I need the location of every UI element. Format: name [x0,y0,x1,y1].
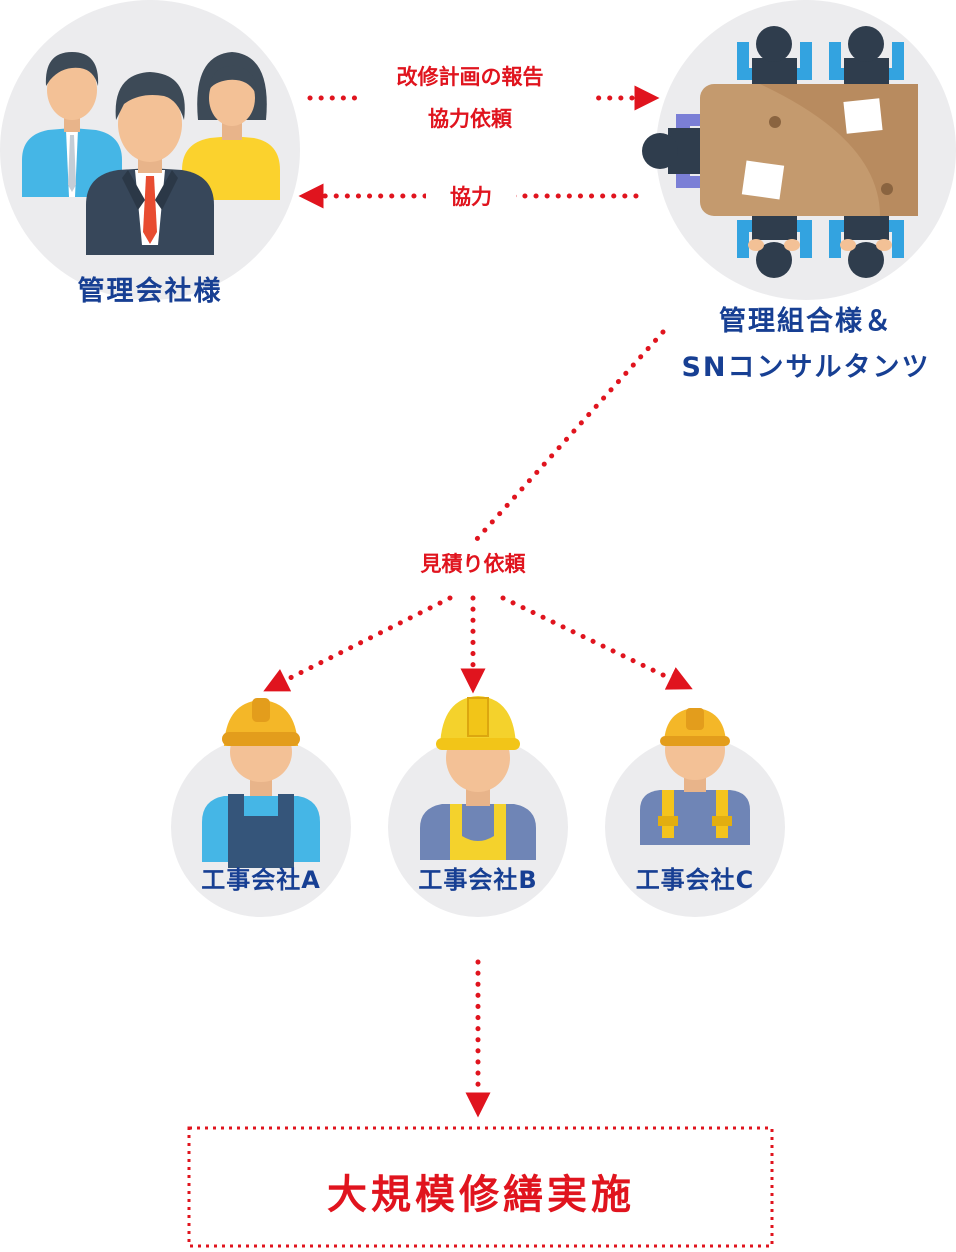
meeting-table-icon [642,26,918,278]
management-company-label: 管理会社様 [78,275,223,307]
contractor-a-label: 工事会社A [201,866,321,894]
association-label-line2: SNコンサルタンツ [681,352,930,383]
cooperation-edge: 協力 [298,180,639,214]
business-people-icon [22,52,280,255]
result-box [187,1126,774,1248]
contractor-a-node: 工事会社A [171,698,351,917]
request-arrow-c [500,595,693,690]
contractor-b-node: 工事会社B [388,696,568,917]
management-company-node: 管理会社様 [0,0,300,307]
association-to-request-connector [473,329,666,543]
report-edge: 改修計画の報告 協力依頼 [307,56,660,136]
worker-overalls-icon [202,698,320,868]
cooperation-label: 協力 [450,185,492,209]
report-label-line2: 協力依頼 [428,107,513,131]
result-label: 大規模修繕実施 [327,1172,635,1218]
association-label-line1: 管理組合様＆ [719,305,893,337]
result-node: 大規模修繕実施 [187,1126,774,1248]
contractor-c-label: 工事会社C [636,866,755,894]
worker-harness-icon [640,708,750,845]
worker-hardhat-icon [420,696,536,860]
association-node: 管理組合様＆ SNコンサルタンツ [642,0,956,383]
estimate-request-label: 見積り依頼 [421,552,527,576]
contractor-b-label: 工事会社B [418,866,537,894]
contractor-c-node: 工事会社C [605,708,785,917]
request-arrow-a [263,595,453,692]
report-label-line1: 改修計画の報告 [397,65,544,89]
